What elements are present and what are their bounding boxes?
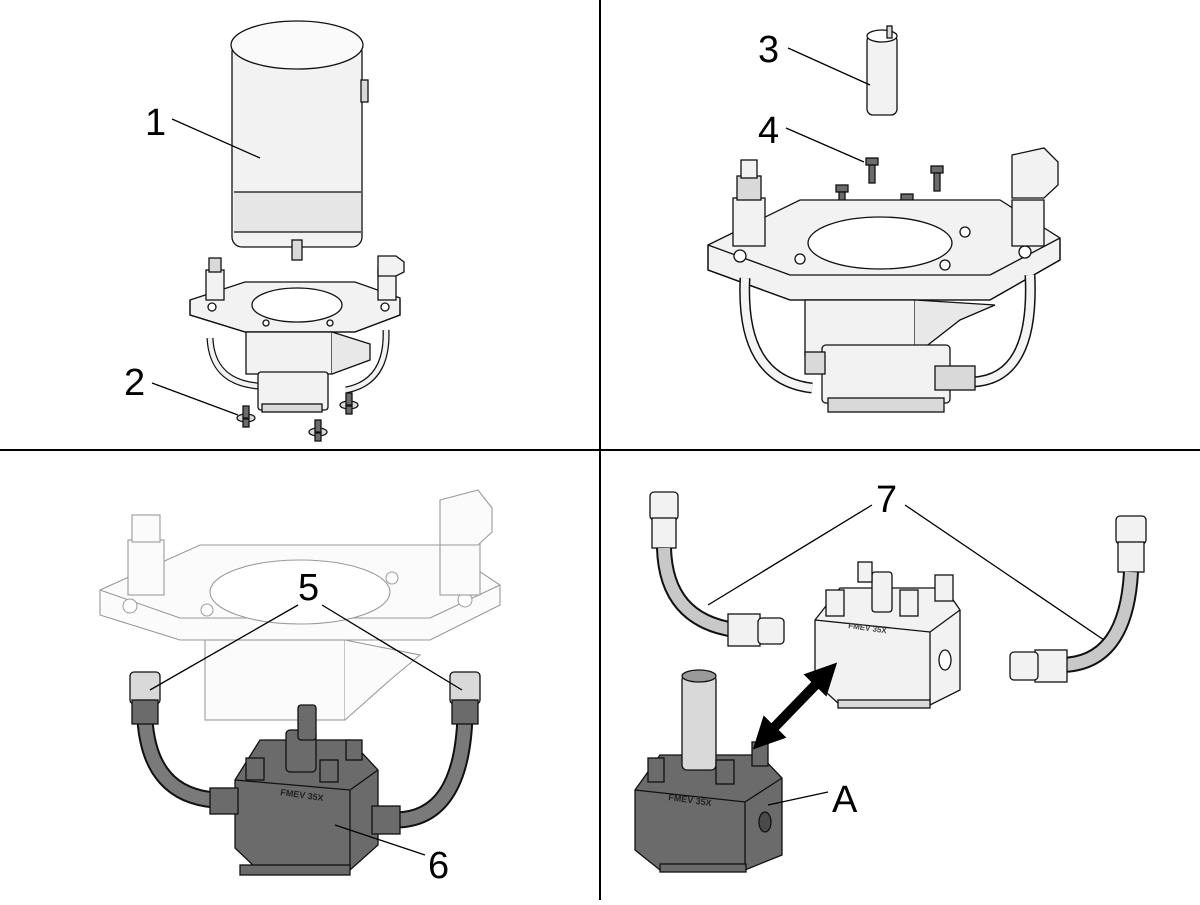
leader-line-3 (787, 47, 871, 86)
screws-2 (236, 392, 359, 442)
leader-line-4 (785, 127, 865, 163)
panel-bottom-right: FMEV 35X FMEV 35X 7 A (634, 479, 1147, 873)
exchange-arrow-icon (752, 662, 838, 750)
bracket-assembly (189, 255, 405, 413)
coupling-part (866, 25, 898, 116)
bracket-faded (99, 489, 501, 721)
callout-5: 5 (298, 567, 319, 609)
pump-removed: FMEV 35X (814, 561, 961, 709)
callout-3: 3 (758, 29, 779, 71)
motor-part (230, 20, 369, 261)
panel-top-left: 1 2 (124, 20, 405, 442)
callout-4: 4 (758, 110, 779, 152)
callout-2: 2 (124, 362, 145, 404)
callout-7: 7 (876, 479, 897, 521)
leader-line-a (767, 791, 829, 806)
callout-a: A (832, 779, 858, 821)
callout-6: 6 (428, 845, 449, 887)
leader-line-5a (149, 604, 299, 691)
callout-1: 1 (145, 102, 166, 144)
leader-line-7a (707, 504, 873, 606)
hoses-and-pump: FMEV 35X (129, 671, 481, 876)
bracket-assembly-large (707, 147, 1061, 413)
leader-line-1 (171, 118, 261, 159)
panel-bottom-left: FMEV 35X 5 6 (99, 489, 501, 887)
hose-left (649, 491, 785, 647)
pump-new: FMEV 35X (634, 669, 783, 873)
hose-right (1009, 515, 1147, 683)
leader-line-5b (321, 604, 463, 691)
leader-line-2 (151, 382, 239, 416)
panel-top-right: 3 4 (707, 25, 1061, 413)
leader-line-7b (904, 504, 1105, 641)
leader-line-6 (334, 824, 426, 856)
